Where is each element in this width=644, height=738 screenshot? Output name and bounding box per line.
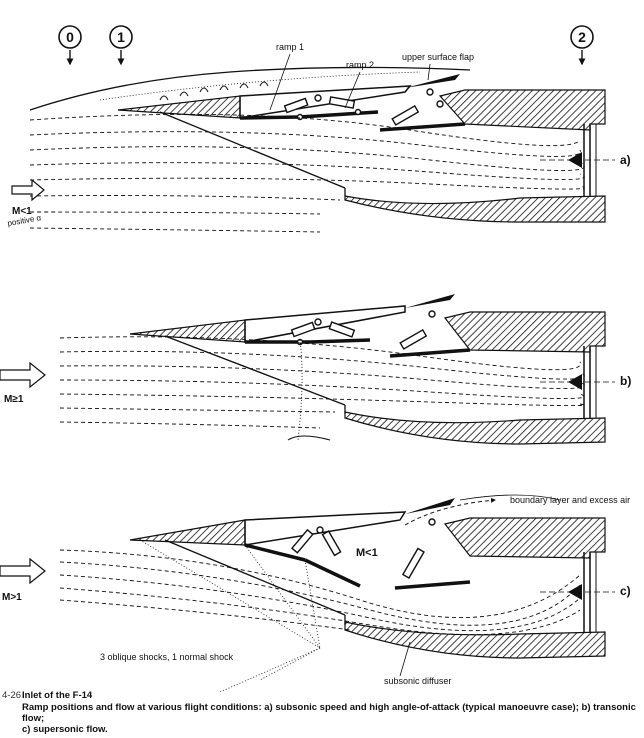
station-2: 2 <box>570 25 594 66</box>
caption-line-1: Ramp positions and flow at various fligh… <box>22 702 636 724</box>
station-1: 1 <box>109 25 133 66</box>
panel-a: M<1 positive α a) ramp 1 ramp 2 upper su… <box>7 42 631 233</box>
panel-c-tag: c) <box>620 584 631 598</box>
panel-b-tag: b) <box>620 374 631 388</box>
station-0: 0 <box>58 25 82 66</box>
caption-title: Inlet of the F-14 <box>22 690 93 701</box>
svg-text:0: 0 <box>66 29 74 45</box>
local-mach-label: M<1 <box>356 547 378 559</box>
ramp1-label: ramp 1 <box>276 42 304 52</box>
panel-a-mach: M<1 <box>12 206 32 217</box>
svg-text:2: 2 <box>578 29 586 45</box>
diffuser-label: subsonic diffuser <box>384 676 451 686</box>
caption-number: 4-26 <box>2 690 22 701</box>
upper-flap-label: upper surface flap <box>402 52 474 62</box>
panel-b-mach: M≥1 <box>4 394 24 405</box>
panel-a-tag: a) <box>620 153 631 167</box>
panel-b: M≥1 b) <box>0 294 631 445</box>
caption-line-2: c) supersonic flow. <box>22 724 108 735</box>
svg-text:1: 1 <box>117 29 125 45</box>
ramp2-label: ramp 2 <box>346 60 374 70</box>
panel-c-mach: M>1 <box>2 592 22 603</box>
shocks-label: 3 oblique shocks, 1 normal shock <box>100 652 234 662</box>
boundary-layer-label: boundary layer and excess air <box>510 495 630 505</box>
panel-c: M>1 c) M<1 boundary layer and excess air… <box>0 494 631 693</box>
